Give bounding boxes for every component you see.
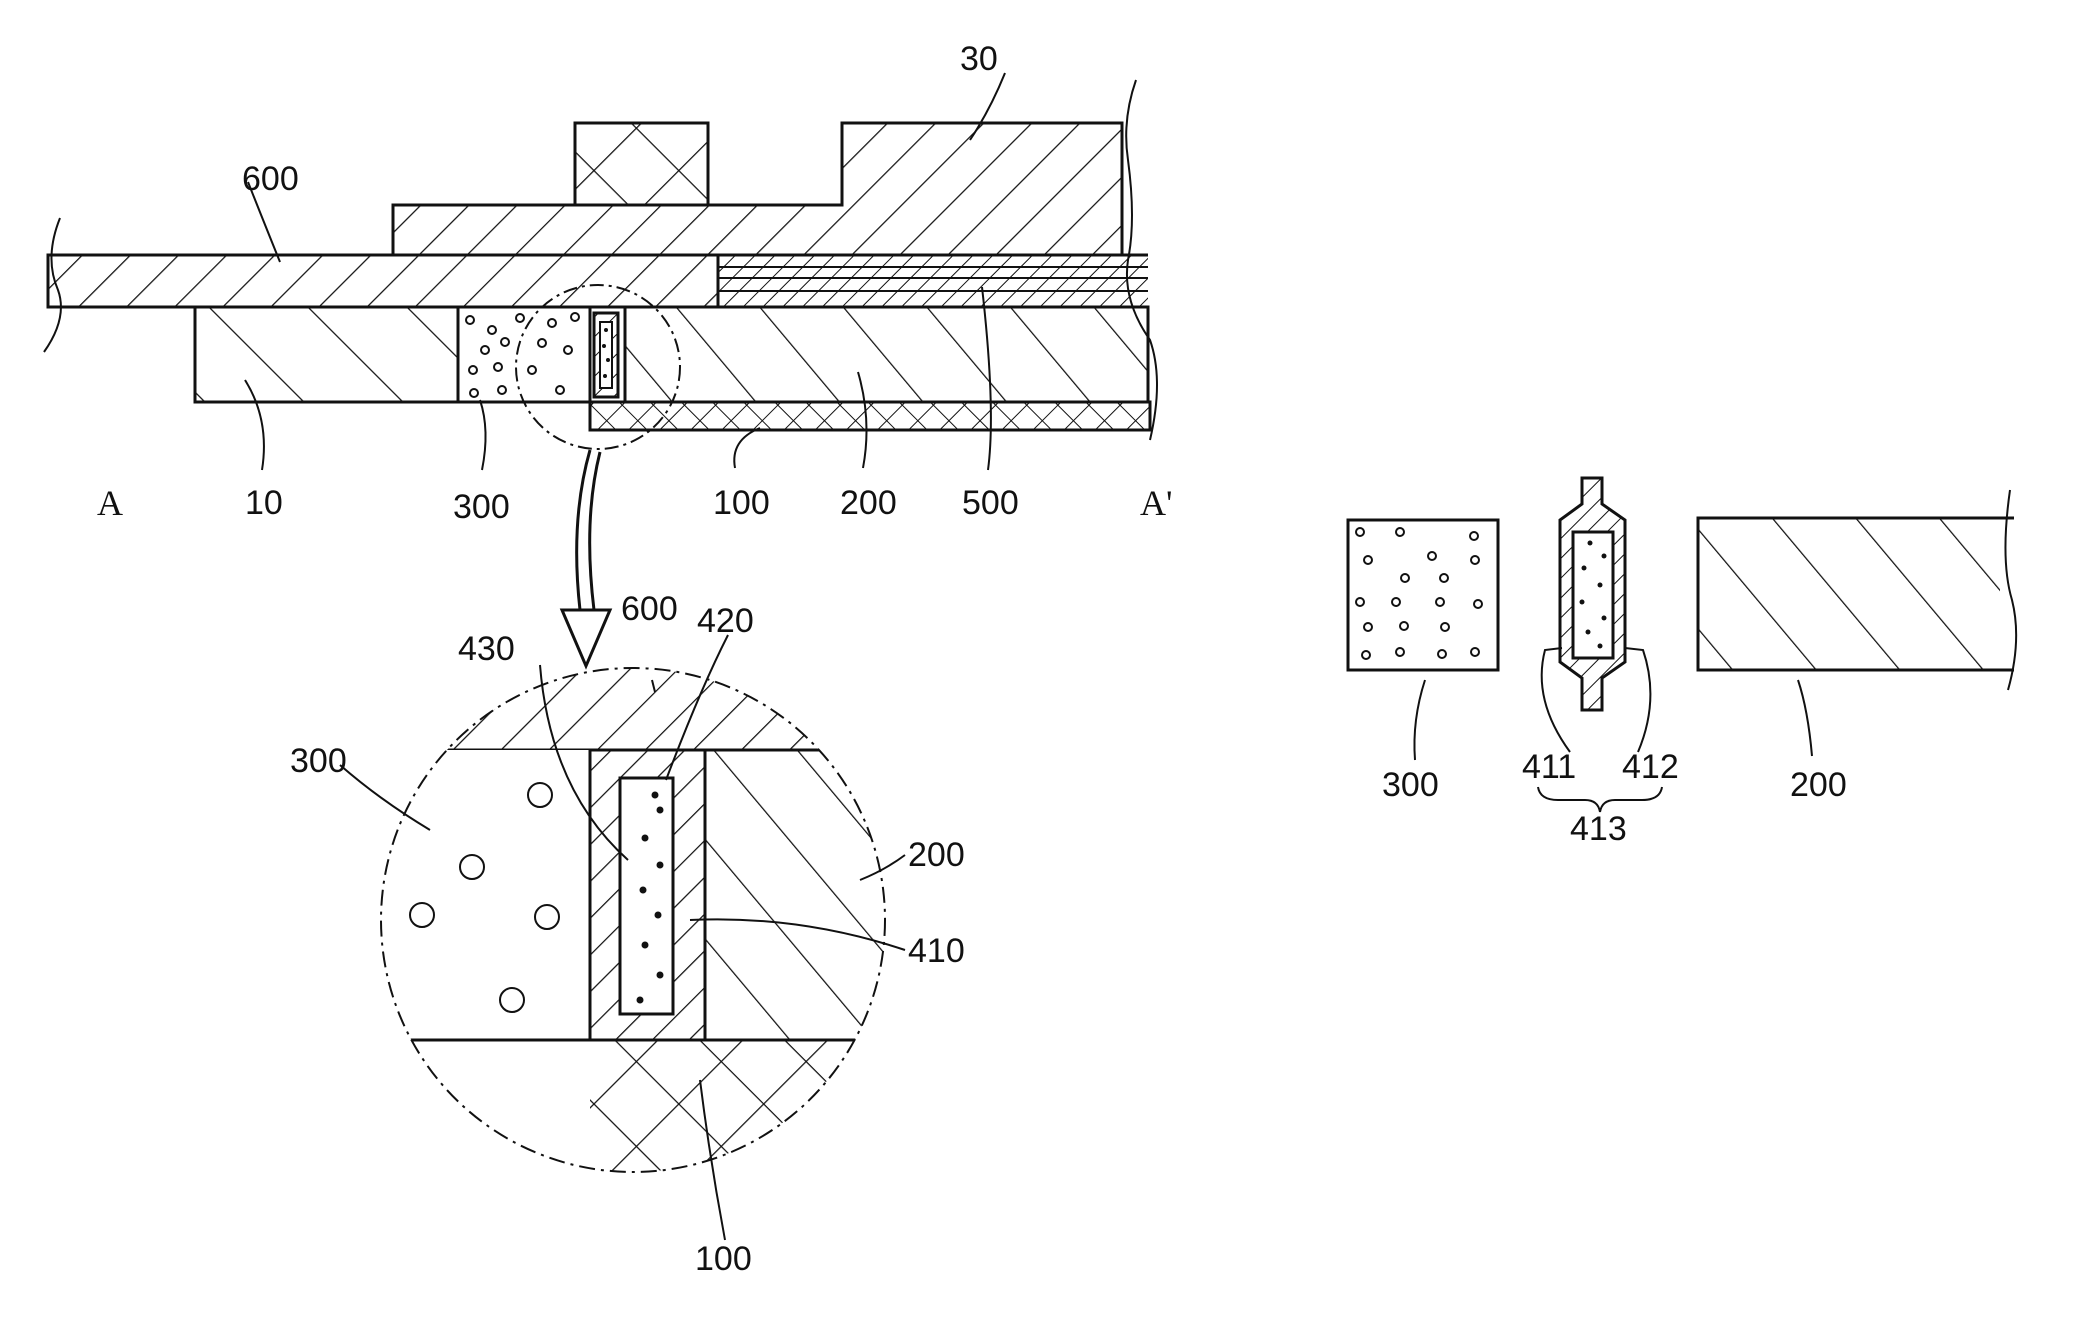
detail-layer-200 bbox=[705, 750, 905, 1040]
label-200: 200 bbox=[840, 484, 897, 522]
right-label-413: 413 bbox=[1570, 810, 1627, 848]
label-section-start: A bbox=[97, 483, 123, 523]
leader-right-200 bbox=[1798, 680, 1812, 756]
leader-300 bbox=[480, 400, 486, 470]
right-label-200: 200 bbox=[1790, 766, 1847, 804]
leader-right-300 bbox=[1414, 680, 1425, 760]
detail-label-200: 200 bbox=[908, 836, 965, 874]
sealant-410-small bbox=[594, 313, 618, 397]
label-300: 300 bbox=[453, 488, 510, 526]
exploded-view: 300 411 412 413 200 bbox=[1348, 478, 2030, 848]
label-10: 10 bbox=[245, 484, 283, 522]
layer-200 bbox=[625, 307, 1148, 402]
detail-label-100: 100 bbox=[695, 1240, 752, 1278]
detail-layer-600 bbox=[370, 660, 900, 750]
label-600: 600 bbox=[242, 160, 299, 198]
detail-label-410: 410 bbox=[908, 932, 965, 970]
exploded-200 bbox=[1698, 490, 2030, 690]
brace-413 bbox=[1538, 787, 1662, 812]
right-label-300: 300 bbox=[1382, 766, 1439, 804]
detail-label-600: 600 bbox=[621, 590, 678, 628]
detail-layer-100 bbox=[590, 1040, 910, 1180]
layer-600 bbox=[48, 255, 718, 307]
detail-layer-300 bbox=[370, 750, 590, 1040]
leader-100 bbox=[734, 428, 760, 468]
detail-view: 600 420 430 300 200 410 100 bbox=[290, 590, 965, 1278]
layer-100 bbox=[590, 402, 1150, 430]
top-cross-section: A A' 30 600 10 300 100 200 500 bbox=[44, 40, 1172, 526]
leader-right-412 bbox=[1625, 648, 1650, 752]
detail-label-430: 430 bbox=[458, 630, 515, 668]
layer-10 bbox=[195, 307, 458, 402]
label-30: 30 bbox=[960, 40, 998, 78]
detail-core-430 bbox=[620, 778, 673, 1014]
layer-30 bbox=[393, 123, 1122, 255]
exploded-300 bbox=[1348, 520, 1498, 670]
right-label-411: 411 bbox=[1522, 748, 1576, 786]
crosshatch-block bbox=[575, 123, 708, 205]
label-500: 500 bbox=[962, 484, 1019, 522]
exploded-sealant-413 bbox=[1560, 478, 1625, 710]
label-section-end: A' bbox=[1140, 483, 1172, 523]
layer-300 bbox=[458, 307, 590, 402]
detail-arrow bbox=[562, 450, 610, 666]
label-100: 100 bbox=[713, 484, 770, 522]
detail-label-300: 300 bbox=[290, 742, 347, 780]
layer-500 bbox=[718, 255, 1148, 307]
right-label-412: 412 bbox=[1622, 748, 1679, 786]
detail-label-420: 420 bbox=[697, 602, 754, 640]
